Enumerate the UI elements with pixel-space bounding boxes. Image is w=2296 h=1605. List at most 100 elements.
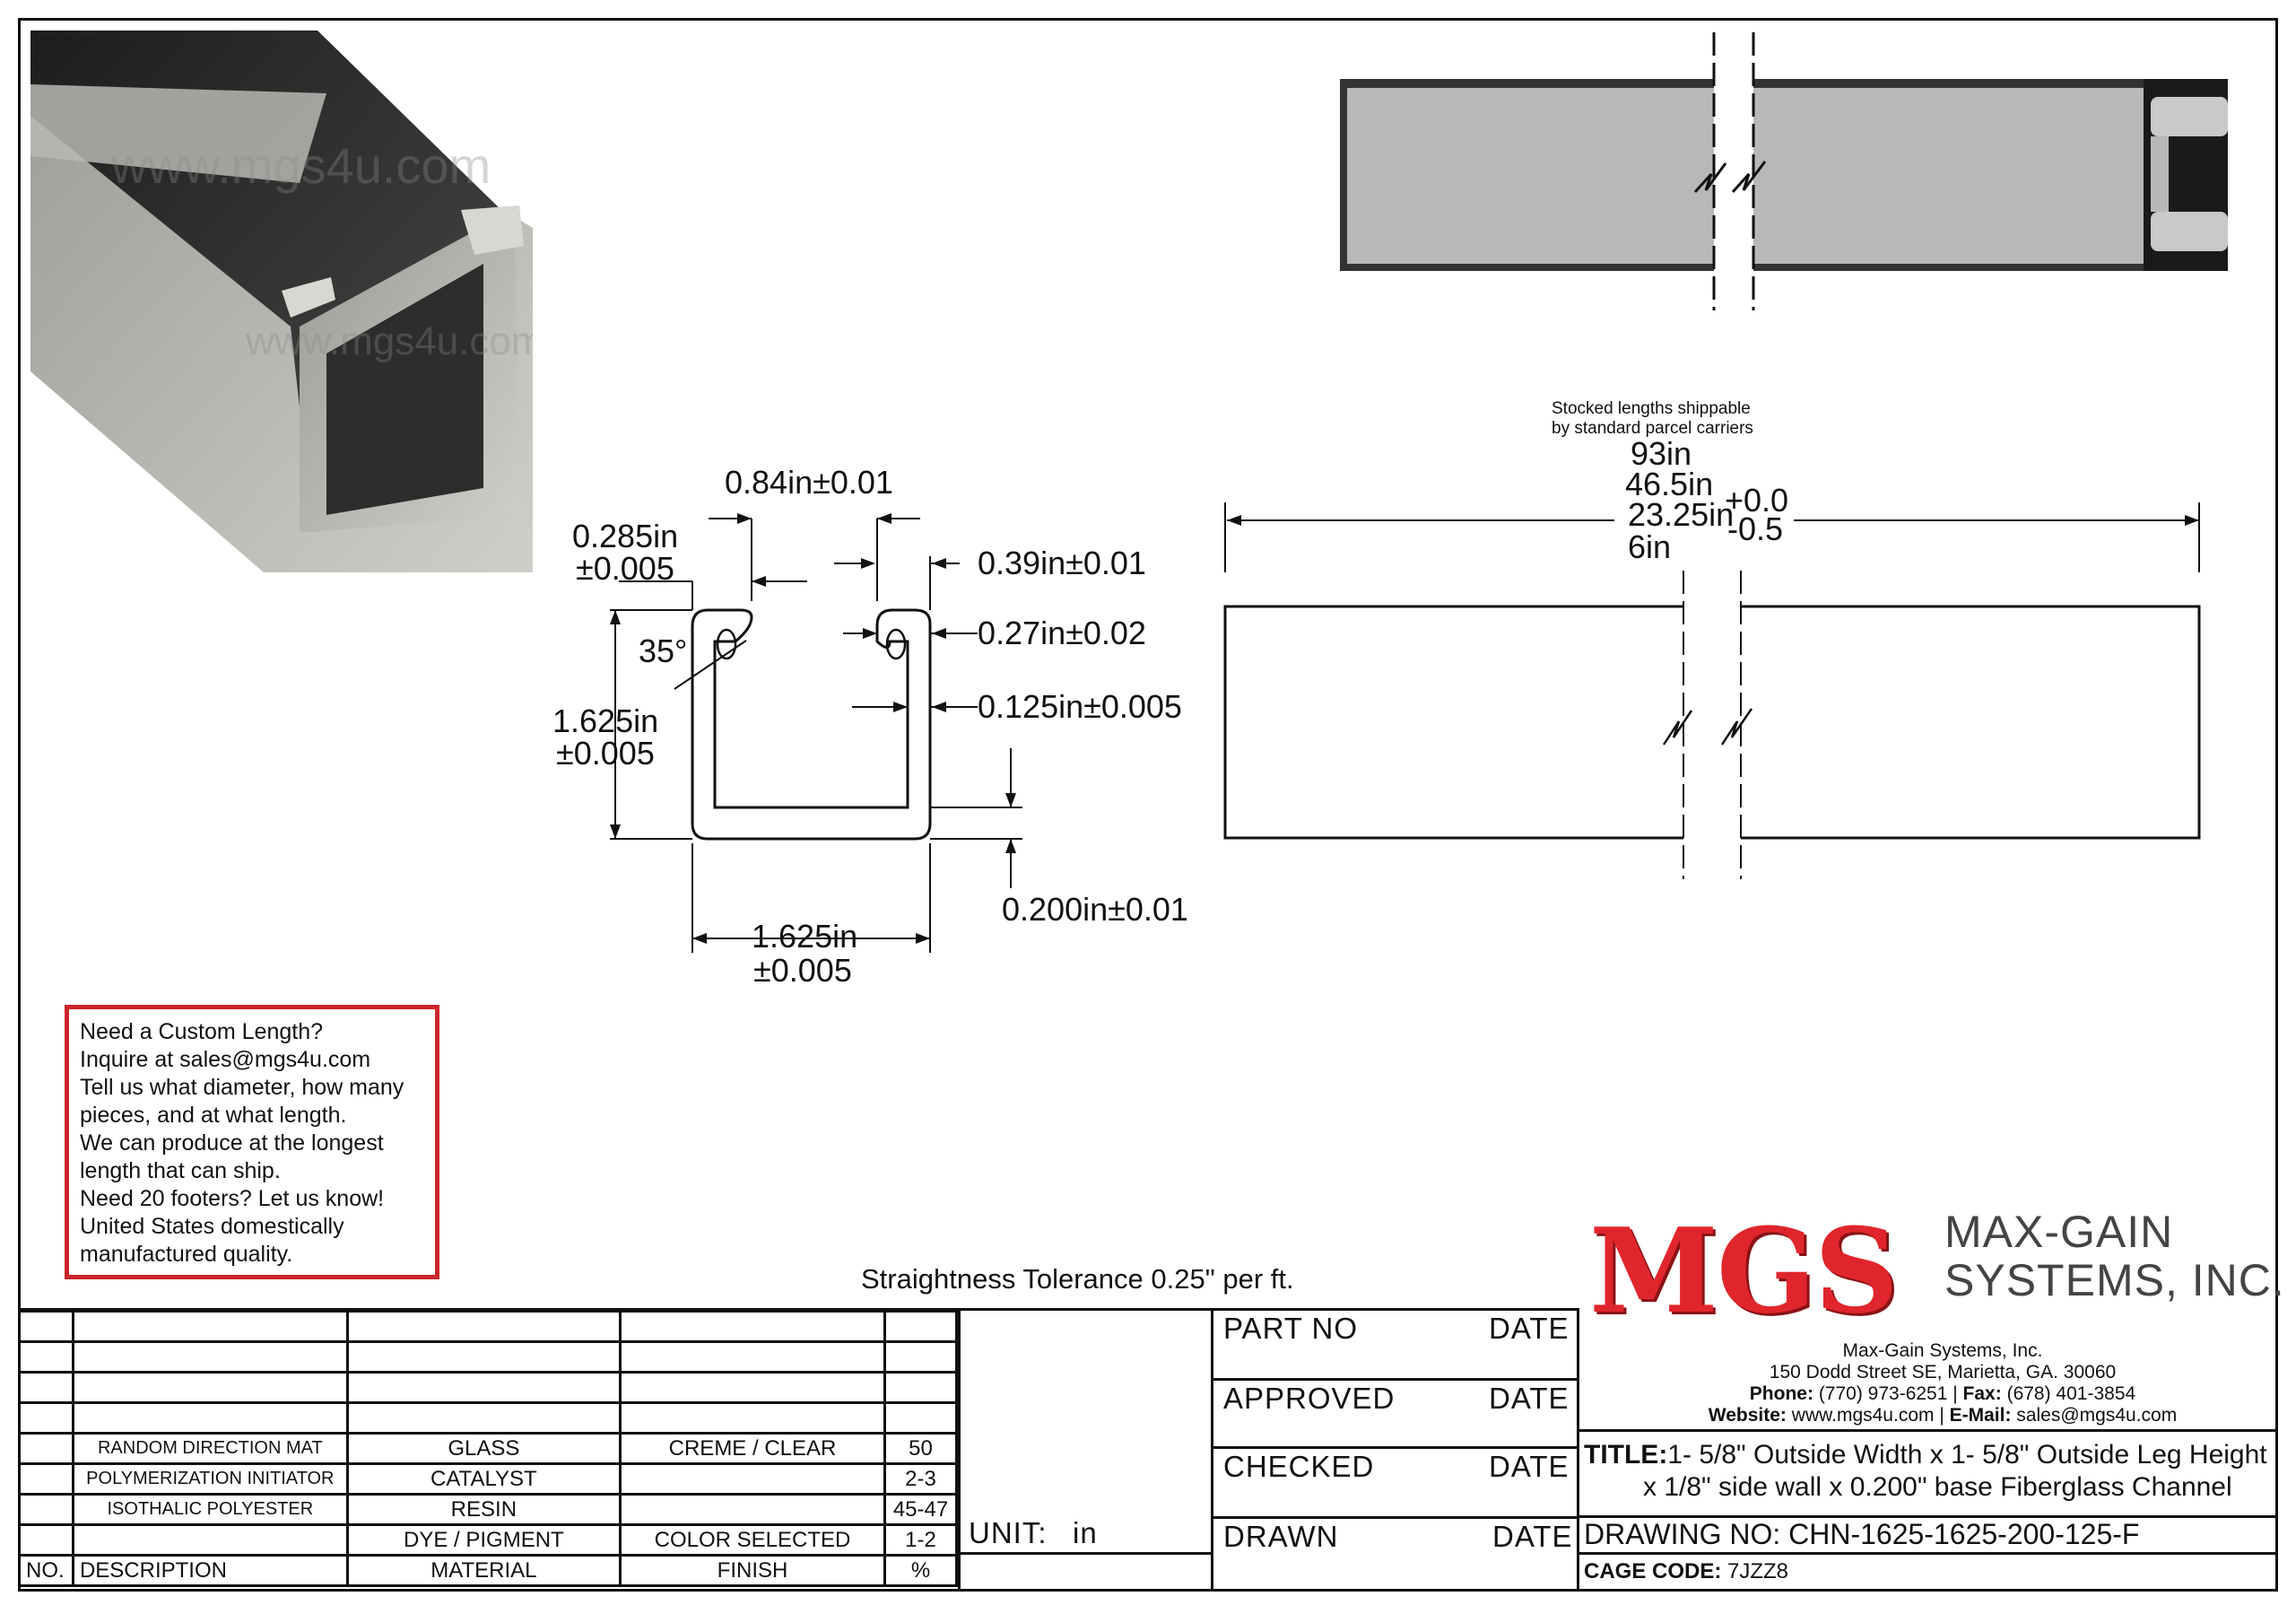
- drawing-number-value: CHN-1625-1625-200-125-F: [1788, 1518, 2140, 1550]
- table-cell: 50: [883, 1432, 958, 1465]
- table-cell: [18, 1432, 74, 1465]
- table-row: [18, 1310, 958, 1343]
- mgs-logo: MGS: [1589, 1202, 1899, 1339]
- straightness-tolerance: Straightness Tolerance 0.25" per ft.: [861, 1263, 1294, 1295]
- cage-code: CAGE CODE: 7JZZ8: [1584, 1559, 1788, 1584]
- drawn-date: DATE: [1492, 1520, 1573, 1553]
- watermark-2: www.mgs4u.com: [246, 319, 533, 363]
- note-line: length that can ship.: [80, 1158, 281, 1183]
- table-cell: 2-3: [883, 1462, 958, 1496]
- table-cell: COLOR SELECTED: [618, 1523, 887, 1557]
- cage-code-label: CAGE CODE:: [1584, 1559, 1722, 1583]
- note-line: Inquire at sales@mgs4u.com: [80, 1047, 371, 1072]
- dim-wall: 0.125in±0.005: [978, 688, 1182, 725]
- note-line: manufactured quality.: [80, 1242, 293, 1267]
- length-2: 46.5in: [1625, 466, 1713, 502]
- unit-label: UNIT:: [969, 1516, 1048, 1549]
- dim-lip-thickness: 0.27in±0.02: [978, 615, 1146, 651]
- title-block-divider: [958, 1308, 961, 1592]
- company-street: 150 Dodd Street SE, Marietta, GA. 30060: [1769, 1362, 2117, 1383]
- dim-width: 1.625in: [752, 918, 857, 955]
- table-cell: [345, 1371, 622, 1404]
- table-cell: [345, 1310, 622, 1343]
- company-name-line1: MAX-GAIN: [1944, 1207, 2174, 1257]
- table-cell: [883, 1371, 958, 1404]
- table-cell: DYE / PIGMENT: [345, 1523, 622, 1557]
- dim-height-tol: ±0.005: [556, 735, 655, 772]
- table-cell: POLYMERIZATION INITIATOR: [71, 1462, 349, 1496]
- dim-lip-width-tol: ±0.005: [576, 550, 674, 587]
- dim-height: 1.625in: [552, 702, 658, 739]
- part-no-date: DATE: [1489, 1312, 1570, 1345]
- table-cell: [883, 1340, 958, 1374]
- cross-section: 0.84in±0.01 0.285in ±0.005 0.39in±0.01 0…: [552, 464, 1188, 989]
- table-cell: [18, 1462, 74, 1496]
- table-cell: 45-47: [883, 1493, 958, 1526]
- table-cell: MATERIAL: [345, 1554, 622, 1587]
- title-label: TITLE:: [1584, 1440, 1668, 1470]
- table-cell: [18, 1310, 74, 1343]
- title-block-top: [18, 1308, 1578, 1311]
- table-cell: [71, 1401, 349, 1435]
- table-cell: 1-2: [883, 1523, 958, 1557]
- note-line: Need a Custom Length?: [80, 1019, 324, 1044]
- table-cell: %: [883, 1554, 958, 1587]
- note-line: Tell us what diameter, how many: [80, 1075, 404, 1100]
- length-1: 93in: [1631, 435, 1692, 472]
- title-line2: x 1/8" side wall x 0.200" base Fiberglas…: [1643, 1472, 2232, 1502]
- table-cell: [18, 1340, 74, 1374]
- dim-base: 0.200in±0.01: [1002, 891, 1188, 928]
- note-line: United States domestically: [80, 1214, 344, 1239]
- note-line: We can produce at the longest: [80, 1130, 384, 1156]
- title-block-divider: [1211, 1308, 1213, 1592]
- table-cell: [18, 1493, 74, 1526]
- title-block-divider: [1211, 1378, 1578, 1381]
- table-cell: RESIN: [345, 1493, 622, 1526]
- title-block-divider: [1578, 1515, 2278, 1518]
- title-block-divider: [1578, 1429, 2278, 1432]
- note-line: Need 20 footers? Let us know!: [80, 1186, 385, 1211]
- company-phone-fax: Phone: (770) 973-6251 | Fax: (678) 401-3…: [1749, 1383, 2136, 1404]
- company-web-email: Website: www.mgs4u.com | E-Mail: sales@m…: [1708, 1405, 2178, 1426]
- table-cell: [618, 1340, 887, 1374]
- table-cell: NO.: [18, 1554, 74, 1587]
- table-cell: [71, 1523, 349, 1557]
- checked-label: CHECKED: [1223, 1450, 1375, 1483]
- channel-photo: www.mgs4u.com www.mgs4u.com: [30, 31, 533, 572]
- drawn-label: DRAWN: [1223, 1520, 1339, 1553]
- dim-lip-width: 0.285in: [572, 518, 678, 554]
- table-cell: [618, 1310, 887, 1343]
- company-name-line2: SYSTEMS, INC.: [1944, 1255, 2285, 1305]
- table-cell: GLASS: [345, 1432, 622, 1465]
- title-block-divider: [1577, 1308, 1579, 1592]
- table-cell: [71, 1340, 349, 1374]
- table-cell: FINISH: [618, 1554, 887, 1587]
- side-view-3d: [1340, 32, 2228, 310]
- unit-value: in: [1073, 1516, 1098, 1549]
- approved-label: APPROVED: [1223, 1382, 1396, 1415]
- cage-code-value: 7JZZ8: [1727, 1559, 1789, 1583]
- lengths-note-2: by standard parcel carriers: [1552, 419, 1753, 438]
- table-cell: CATALYST: [345, 1462, 622, 1496]
- table-cell: [345, 1401, 622, 1435]
- title-block-divider: [958, 1552, 1213, 1555]
- table-cell: DESCRIPTION: [71, 1554, 349, 1587]
- part-no-label: PART NO: [1223, 1312, 1359, 1345]
- table-cell: [883, 1310, 958, 1343]
- title-line1: 1- 5/8" Outside Width x 1- 5/8" Outside …: [1667, 1440, 2267, 1470]
- table-cell: ISOTHALIC POLYESTER: [71, 1493, 349, 1526]
- table-header-row: NO. DESCRIPTION MATERIAL FINISH %: [18, 1554, 958, 1587]
- tolerance-minus: -0.5: [1727, 510, 1783, 547]
- drawing-frame: [18, 18, 2278, 1592]
- table-cell: CREME / CLEAR: [618, 1432, 887, 1465]
- checked-date: DATE: [1489, 1450, 1570, 1483]
- table-cell: [618, 1462, 887, 1496]
- table-cell: RANDOM DIRECTION MAT: [71, 1432, 349, 1465]
- lengths-note-1: Stocked lengths shippable: [1552, 399, 1751, 418]
- dim-width-tol: ±0.005: [753, 952, 852, 989]
- table-cell: [71, 1371, 349, 1404]
